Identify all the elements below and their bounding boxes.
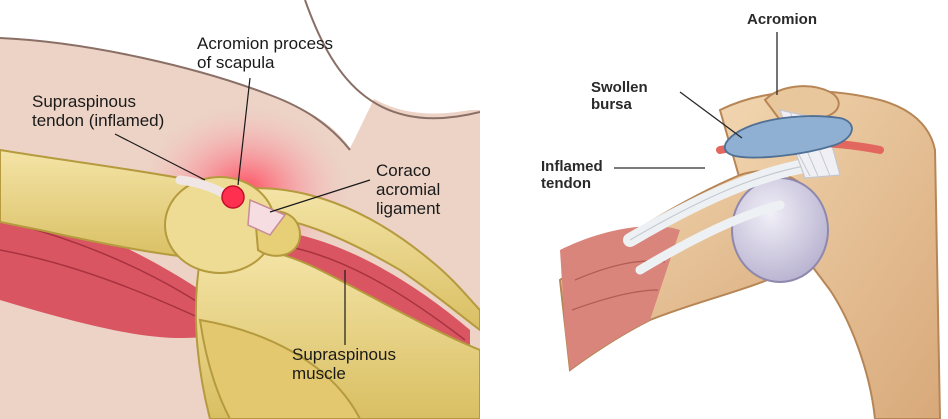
label-inflamed-tendon: Inflamed tendon — [541, 158, 603, 192]
right-illustration-panel: Acromion Swollen bursa Inflamed tendon — [480, 0, 948, 419]
humeral-head-right — [732, 178, 828, 282]
shoulder-anterior-illustration — [480, 0, 948, 419]
label-acromion: Acromion — [747, 11, 817, 28]
label-acromion-process: Acromion process of scapula — [197, 34, 333, 72]
label-supraspinous-tendon: Supraspinous tendon (inflamed) — [32, 92, 164, 130]
inflamed-spot — [222, 186, 244, 208]
label-swollen-bursa: Swollen bursa — [591, 79, 648, 113]
label-coraco-acromial-ligament: Coraco acromial ligament — [376, 161, 440, 218]
label-supraspinous-muscle: Supraspinous muscle — [292, 345, 396, 383]
left-illustration-panel: Acromion process of scapula Supraspinous… — [0, 0, 480, 419]
